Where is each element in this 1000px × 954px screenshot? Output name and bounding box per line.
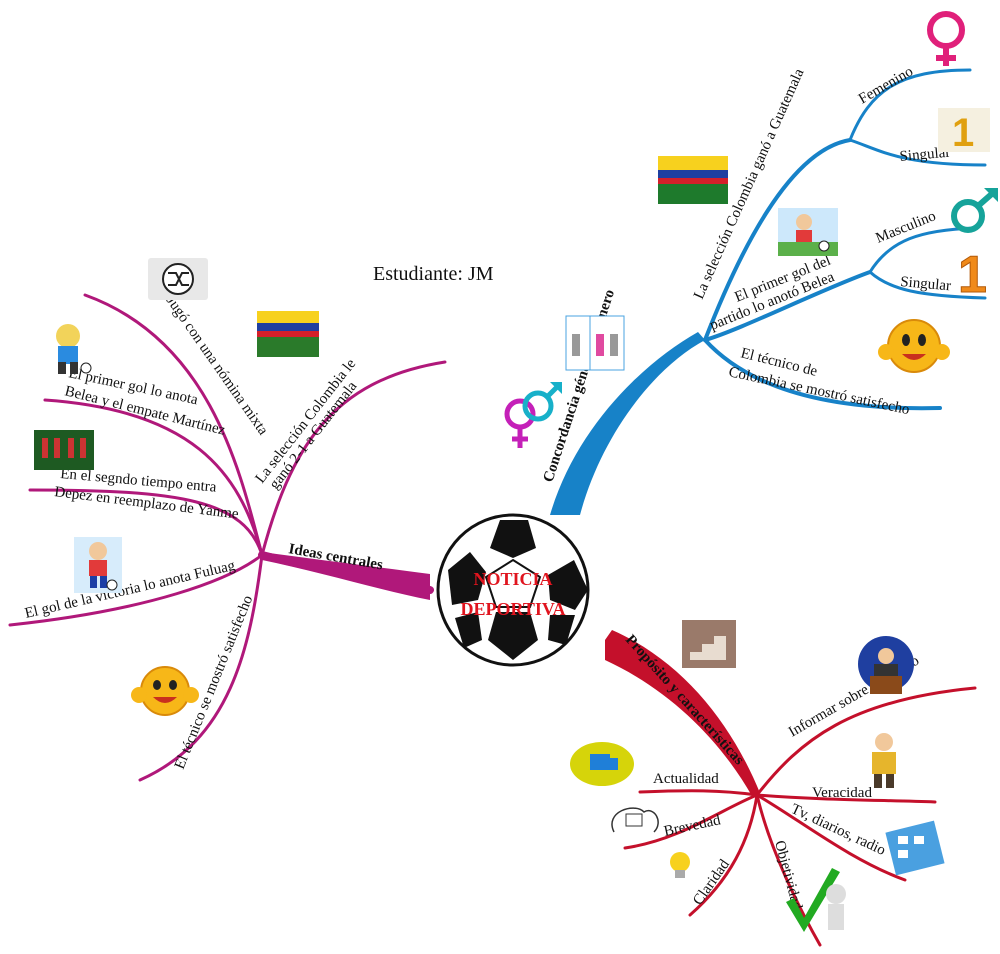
student-label: Estudiante: JM bbox=[373, 263, 494, 285]
svg-text:1: 1 bbox=[958, 246, 987, 304]
brain-icon bbox=[611, 807, 659, 833]
blue-branch-2 bbox=[703, 270, 872, 342]
male-symbol-icon bbox=[951, 188, 998, 233]
person-icon bbox=[872, 733, 896, 788]
kicking-kid-icon bbox=[778, 208, 838, 256]
blue-trunk bbox=[550, 332, 705, 515]
female-symbol-icon bbox=[927, 11, 965, 66]
cats-card-icon bbox=[565, 315, 625, 371]
soccer-ball-icon bbox=[436, 513, 590, 667]
lightbulb-icon bbox=[670, 852, 690, 878]
blue-sing1 bbox=[848, 138, 987, 167]
actualidad-label: Actualidad bbox=[653, 771, 719, 787]
claridad-label: Claridad bbox=[690, 856, 733, 908]
br-claridad bbox=[688, 793, 759, 917]
femenino-label: Femenino bbox=[856, 64, 916, 108]
branch-b bbox=[43, 398, 264, 557]
stadium-flag-icon bbox=[658, 156, 728, 204]
branch-f bbox=[260, 360, 447, 557]
blue-branch3-text2: Colombia se mostró satisfecho bbox=[727, 364, 911, 418]
branch-a bbox=[83, 293, 264, 557]
left-item-f2: ganó 2-1 a Guatemala bbox=[267, 378, 361, 492]
left-trunk-fill bbox=[262, 552, 430, 600]
gender-icon bbox=[504, 382, 562, 448]
team-photo-icon bbox=[34, 430, 94, 470]
left-item-d: El gol de la victoria lo anota Fuluag bbox=[23, 558, 237, 622]
podium-speaker-icon bbox=[858, 636, 914, 694]
left-item-f1: La selección Colombia le bbox=[253, 356, 360, 487]
br-objetividad bbox=[755, 793, 822, 947]
svg-text:1: 1 bbox=[952, 111, 974, 155]
br-medios bbox=[755, 793, 907, 882]
smiley-thumbs-icon bbox=[131, 666, 199, 716]
number-one-orange-icon: 1 bbox=[958, 246, 988, 305]
medios-label: Tv, diarios, radio bbox=[788, 801, 888, 859]
tv-icon bbox=[885, 820, 945, 876]
flag-icon bbox=[257, 311, 319, 357]
shuffle-icon bbox=[148, 258, 208, 300]
top-right-branch-group bbox=[550, 68, 987, 515]
singular2-label: Singular bbox=[900, 274, 952, 294]
smiley-thumbs-right-icon bbox=[878, 319, 950, 373]
singular1-label: Singular bbox=[899, 145, 951, 165]
br-brevedad bbox=[623, 793, 759, 850]
bottom-right-branch-group bbox=[605, 630, 977, 947]
chat-icon bbox=[570, 742, 634, 786]
crimson-trunk bbox=[605, 630, 760, 796]
veracidad-label: Veracidad bbox=[812, 785, 872, 801]
number-one-icon: 1 bbox=[938, 108, 990, 155]
branch-d bbox=[8, 553, 264, 627]
blue-branch-3 bbox=[703, 338, 942, 411]
br-veracidad bbox=[755, 793, 937, 804]
cartoon-player-icon bbox=[56, 324, 92, 374]
branch-c bbox=[28, 488, 264, 557]
blue-sing2 bbox=[868, 270, 987, 300]
center-line2: DEPORTIVA bbox=[460, 599, 565, 619]
checkmark-icon bbox=[786, 868, 846, 932]
br-actualidad bbox=[638, 789, 759, 797]
kick-player-icon bbox=[74, 537, 122, 593]
center-line1: NOTICIA bbox=[473, 569, 552, 589]
branch-e bbox=[138, 553, 264, 782]
br-informar bbox=[755, 686, 977, 797]
brevedad-label: Brevedad bbox=[663, 812, 723, 840]
blue-branch-1 bbox=[703, 138, 852, 342]
blue-fem bbox=[848, 68, 972, 142]
stairs-icon bbox=[682, 620, 736, 668]
left-branch-group bbox=[8, 293, 447, 782]
